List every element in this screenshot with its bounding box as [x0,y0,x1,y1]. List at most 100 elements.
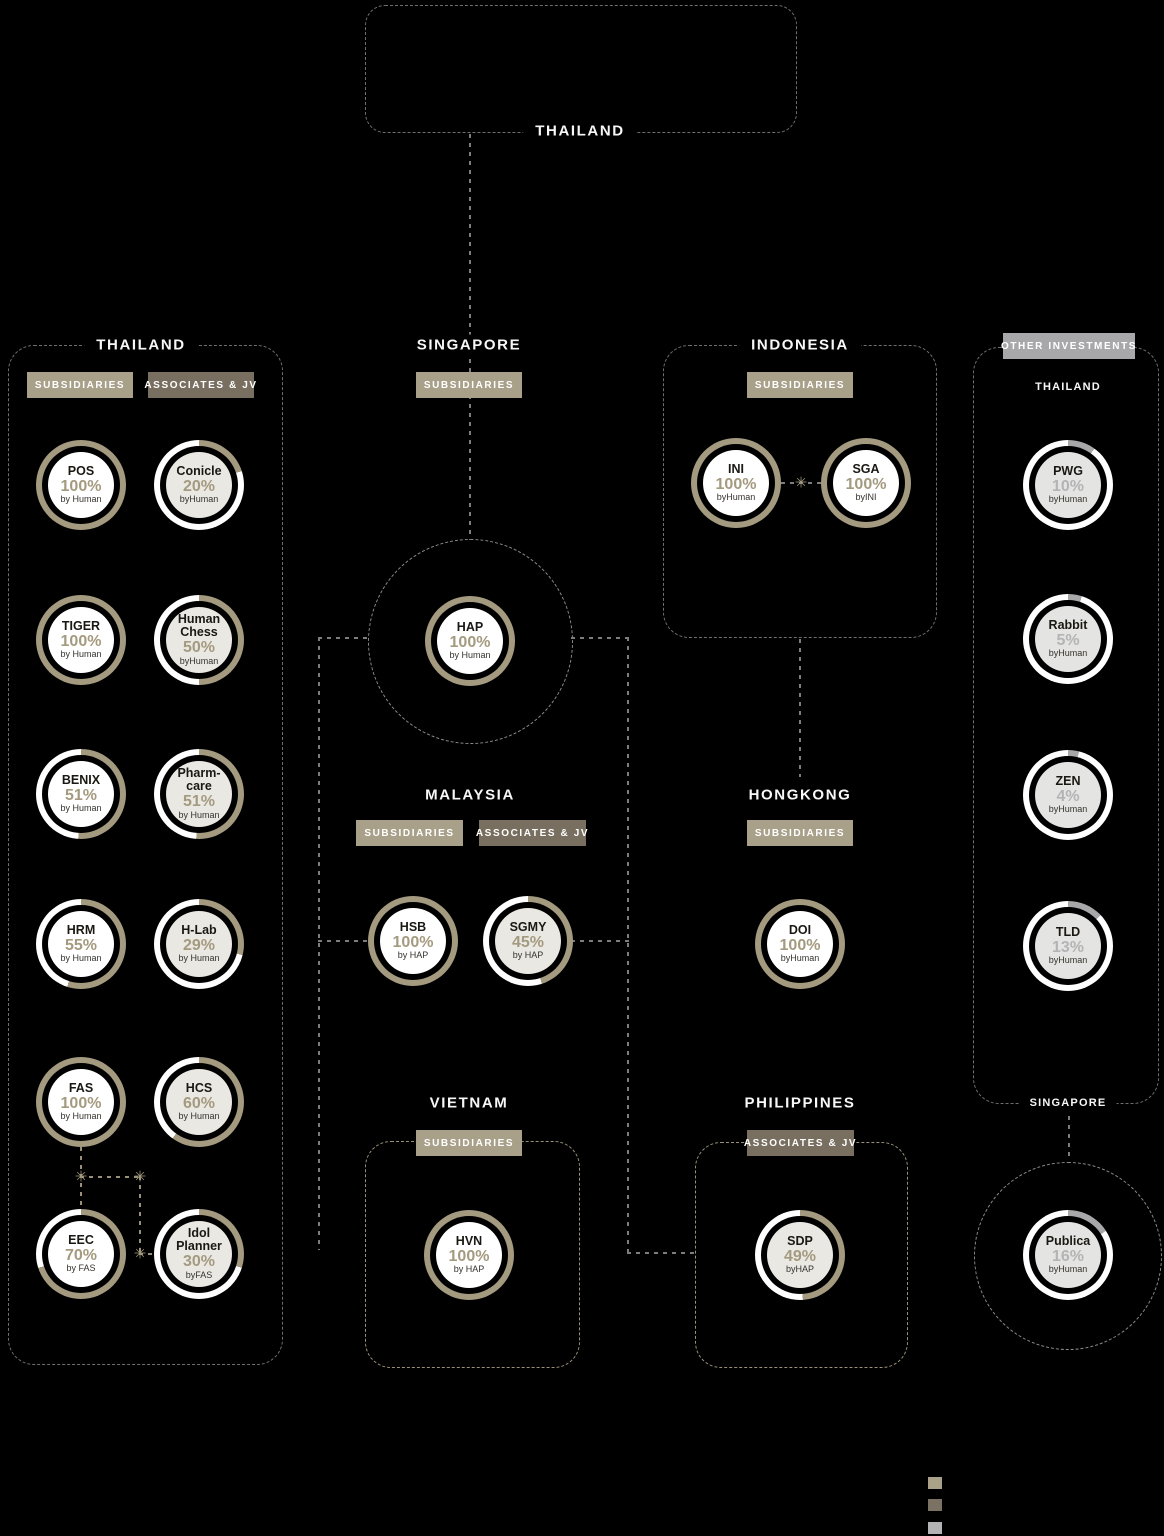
company-owner: byHuman [716,492,756,503]
company-name: PWG [1053,463,1083,478]
company-owner: by Human [60,1111,102,1122]
company-pct: 100% [449,633,491,651]
company-name: Rabbit [1048,617,1088,632]
chip-singapore-subsidiaries: SUBSIDIARIES [416,372,522,398]
chip-malaysia-associates: ASSOCIATES & JV [476,820,588,846]
company-owner: byHuman [179,494,219,505]
company-pct: 51% [64,786,98,804]
connector-to-idol-planner [139,1253,157,1255]
company-owner: by HAP [512,950,544,961]
company-owner: byFAS [185,1269,213,1280]
junction-dot-icon: ✳ [794,474,808,492]
node-hvn: HVN 100% by HAP [424,1210,514,1300]
connector-branch-down [139,1176,141,1254]
connector-fas-to-eec [80,1147,82,1210]
node-doi: DOI 100% byHuman [755,899,845,989]
node-benix: BENIX 51% by Human [36,749,126,839]
other-investments-thailand-label: THAILAND [1035,381,1101,393]
company-pct: 10% [1051,477,1085,495]
section-title-singapore: SINGAPORE [404,334,534,356]
company-pct: 60% [182,1094,216,1112]
node-pwg: PWG 10% byHuman [1023,440,1113,530]
company-owner: by Human [178,809,220,820]
company-name: SGMY [509,919,547,934]
company-owner: byHAP [785,1264,814,1275]
junction-dot-icon: ✳ [133,1168,147,1186]
node-rabbit: Rabbit 5% byHuman [1023,594,1113,684]
node-eec: EEC 70% by FAS [36,1209,126,1299]
company-pct: 30% [182,1252,216,1270]
company-pct: 51% [182,792,216,810]
company-pct: 4% [1056,787,1080,805]
company-name: BENIX [61,772,101,787]
node-sdp: SDP 49% byHAP [755,1210,845,1300]
parent-company-box [365,5,797,133]
company-name: ZEN [1055,773,1081,788]
node-conicle: Conicle 20% byHuman [154,440,244,530]
company-name: HRM [66,922,96,937]
company-pct: 50% [182,638,216,656]
company-pct: 16% [1051,1247,1085,1265]
company-name: HAP [456,619,484,634]
node-hrm: HRM 55% by Human [36,899,126,989]
company-name: TLD [1055,924,1081,939]
chip-thailand-subsidiaries: SUBSIDIARIES [27,372,133,398]
node-pos: POS 100% by Human [36,440,126,530]
company-owner: by HAP [397,950,429,961]
company-pct: 13% [1051,938,1085,956]
node-hsb: HSB 100% by HAP [368,896,458,986]
node-publica: Publica 16% byHuman [1023,1210,1113,1300]
company-name: DOI [788,922,812,937]
company-owner: byHuman [1048,1264,1088,1275]
company-name: HVN [455,1233,483,1248]
company-name: FAS [68,1080,94,1095]
company-name: Pharm-care [177,766,221,794]
connector-to-hsb [318,940,370,942]
publica-highlight-circle [974,1162,1162,1350]
company-name: INI [728,461,744,476]
company-name: HCS [185,1080,213,1095]
chip-thailand-associates: ASSOCIATES & JV [144,372,256,398]
company-owner: by Human [178,1111,220,1122]
company-pct: 20% [182,477,216,495]
company-owner: byHuman [1048,955,1088,966]
company-pct: 100% [392,933,434,951]
connector-ini-sga [781,482,823,484]
section-title-thailand: THAILAND [84,334,198,356]
connector-hap-right [571,637,628,639]
company-owner: by Human [449,650,491,661]
company-name: TIGER [61,618,101,633]
company-name: HSB [399,919,427,934]
node-tiger: TIGER 100% by Human [36,595,126,685]
chip-malaysia-subsidiaries: SUBSIDIARIES [356,820,463,846]
junction-dot-icon: ✳ [74,1168,88,1186]
node-sga: SGA 100% byINI [821,438,911,528]
company-owner: byINI [855,492,877,503]
junction-dot-icon: ✳ [133,1245,147,1263]
connector-hap-left [318,637,370,639]
other-investments-singapore-label: SINGAPORE [1019,1095,1117,1111]
company-owner: by HAP [453,1264,485,1275]
chip-indonesia-subsidiaries: SUBSIDIARIES [747,372,853,398]
company-name: Human Chess [177,612,221,640]
legend-swatch-other [928,1522,942,1534]
node-tld: TLD 13% byHuman [1023,901,1113,991]
node-pharm-care: Pharm-care 51% by Human [154,749,244,839]
node-idol-planner: Idol Planner 30% byFAS [154,1209,244,1299]
company-pct: 29% [182,936,216,954]
node-sgmy: SGMY 45% by HAP [483,896,573,986]
company-pct: 55% [64,936,98,954]
connector-to-sdp [627,1252,697,1254]
company-pct: 100% [448,1247,490,1265]
parent-box-label: THAILAND [523,120,637,142]
company-name: SDP [787,1233,813,1248]
company-pct: 100% [60,632,102,650]
connector-fas-branch [80,1176,140,1178]
company-owner: byHuman [1048,648,1088,659]
company-name: Idol Planner [176,1226,222,1254]
company-pct: 100% [715,475,757,493]
company-pct: 100% [60,477,102,495]
connector-singapore-to-publica [1068,1107,1070,1161]
company-owner: byHuman [1048,804,1088,815]
company-owner: by Human [60,494,102,505]
